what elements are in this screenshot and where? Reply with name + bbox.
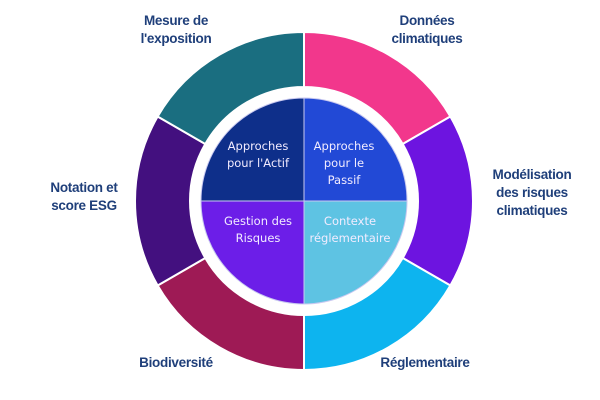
- label-donnees-climatiques: Données climatiques: [391, 13, 463, 46]
- label-approches-actif: Approches pour l'Actif: [226, 139, 290, 170]
- label-mesure-exposition: Mesure de l'exposition: [140, 13, 212, 46]
- outer-ring: [134, 30, 474, 372]
- label-reglementaire: Réglementaire: [380, 355, 470, 370]
- outer-segment-notation-esg: [134, 115, 207, 287]
- label-approches-passif: Approches pour le Passif: [313, 139, 375, 187]
- inner-quadrant-contexte-reglementaire: [303, 200, 408, 305]
- label-notation-score-esg: Notation et score ESG: [50, 180, 118, 213]
- inner-quadrant-gestion-risques: [200, 200, 305, 305]
- label-modelisation-risques-climatiques: Modélisation des risques climatiques: [492, 167, 572, 218]
- label-contexte-reglementaire: Contexte réglementaire: [309, 214, 391, 245]
- label-gestion-risques: Gestion des Risques: [223, 214, 293, 245]
- label-biodiversite: Biodiversité: [139, 355, 213, 370]
- inner-quadrant-approches-passif: [303, 97, 408, 202]
- inner-quadrant-approches-actif: [200, 97, 305, 202]
- inner-disc: [200, 97, 408, 305]
- outer-segment-modelisation-risques: [401, 115, 474, 287]
- outer-segment-mesure-exposition: [156, 30, 305, 146]
